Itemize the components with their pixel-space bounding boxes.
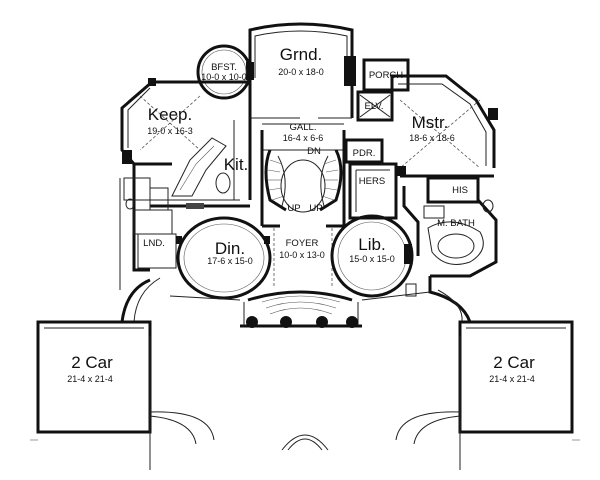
gallery-stair [260, 123, 346, 226]
breakfast-label: BFST. [211, 62, 237, 73]
garage-left-label: 2 Car [71, 353, 113, 372]
elevator-label: ELV. [364, 101, 383, 112]
keeping-dims: 19-0 x 16-3 [147, 126, 193, 136]
entry-portico [240, 290, 362, 328]
foyer-label: FOYER [286, 238, 319, 249]
dining-dims: 17-6 x 15-0 [207, 256, 253, 266]
column-icon [246, 316, 258, 328]
service-wing [119, 164, 177, 290]
master-bath-label: M. BATH [437, 218, 475, 229]
his-label: HIS [452, 185, 468, 196]
breakfast-room [196, 44, 252, 100]
kitchen-label: Kit. [224, 155, 249, 174]
library-dims: 15-0 x 15-0 [349, 254, 395, 264]
column-icon [346, 316, 358, 328]
left-connector [120, 277, 241, 323]
stair-up-right-label: UP [309, 203, 322, 214]
gallery-dims: 16-4 x 6-6 [283, 133, 324, 143]
powder-label: PDR. [353, 148, 376, 159]
fireplace-icon [344, 56, 356, 86]
powder-hers [344, 138, 398, 220]
keeping-label: Keep. [148, 105, 192, 124]
keeping-room [120, 78, 250, 166]
master-label: Mstr. [412, 113, 449, 132]
garage-right-dims: 21-4 x 21-4 [489, 374, 535, 384]
master-bath [402, 176, 498, 278]
stair-up-left-label: UP [287, 203, 300, 214]
room-labels: Grnd. 20-0 x 18-0 BFST. 10-0 x 10-0 PORC… [67, 45, 535, 384]
porch-label: PORCH [369, 70, 403, 81]
grand-label: Grnd. [280, 45, 323, 64]
dining-room [176, 216, 272, 300]
library [330, 214, 414, 298]
column-icon [316, 316, 328, 328]
breakfast-dims: 10-0 x 10-0 [201, 72, 247, 82]
stair-down-label: DN [307, 146, 321, 157]
kitchen [150, 118, 252, 209]
gallery-label: GALL. [290, 122, 317, 133]
garage-left-dims: 21-4 x 21-4 [67, 374, 113, 384]
kitchen-island [171, 137, 227, 197]
library-label: Lib. [358, 235, 385, 254]
master-suite [390, 74, 498, 178]
foyer [262, 224, 344, 286]
motor-court [30, 336, 580, 470]
dining-label: Din. [215, 239, 245, 258]
column-icon [280, 316, 292, 328]
right-connector [361, 276, 472, 323]
foyer-dims: 10-0 x 13-0 [279, 250, 325, 260]
garage-right-label: 2 Car [493, 353, 535, 372]
hers-label: HERS [359, 176, 385, 187]
laundry-label: LND. [143, 238, 165, 249]
grand-dims: 20-0 x 18-0 [278, 67, 324, 77]
master-dims: 18-6 x 18-6 [409, 133, 455, 143]
